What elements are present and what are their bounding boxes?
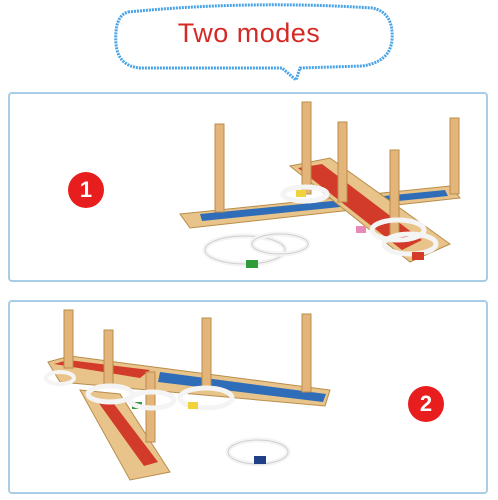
mode-1-panel: 1	[8, 92, 488, 282]
ring-toss-cross-mode-1	[179, 101, 461, 268]
page-title: Two modes	[177, 18, 321, 48]
mode-2-badge: 2	[408, 386, 444, 422]
mode-1-badge: 1	[68, 172, 104, 208]
mode-2-panel: 2	[8, 300, 488, 494]
ring-toss-cross-mode-2	[44, 309, 331, 481]
title-bubble	[114, 3, 394, 82]
